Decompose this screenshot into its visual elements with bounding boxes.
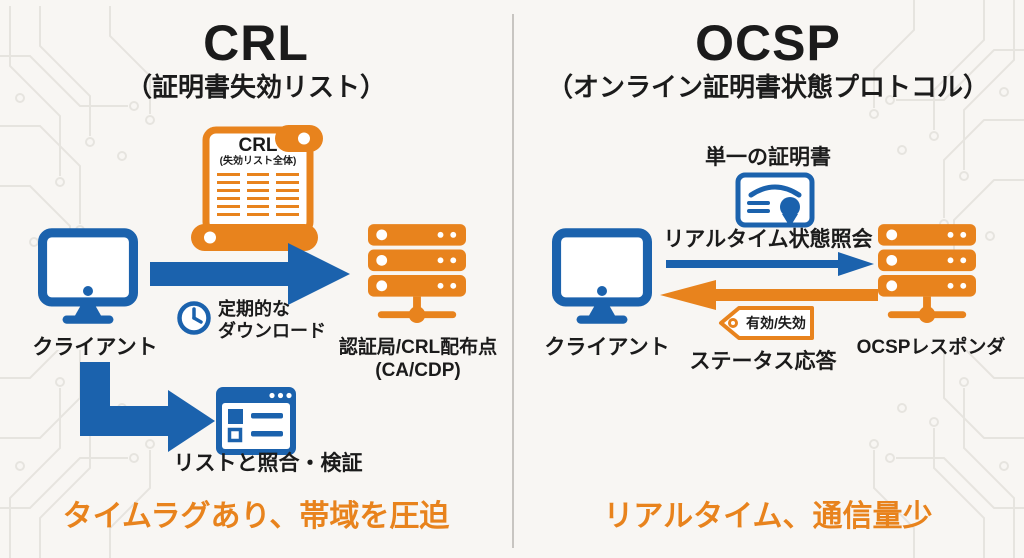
status-tag-icon: 有効/失効 — [718, 306, 816, 340]
response-arrow-icon — [660, 280, 878, 310]
crl-scroll-title: CRL — [238, 135, 278, 156]
verify-arrow-icon — [80, 362, 215, 452]
crl-client-label: クライアント — [32, 336, 158, 359]
request-arrow-icon — [666, 252, 874, 276]
panel-divider — [512, 14, 514, 548]
crl-scroll-icon: CRL (失効リスト全体) — [185, 120, 330, 258]
browser-window-icon — [216, 387, 296, 455]
download-arrow-icon — [150, 243, 350, 305]
crl-scroll-list-lines — [217, 173, 300, 219]
certificate-icon — [735, 172, 815, 228]
ca-server-label-line1: 認証局/CRL配布点 — [338, 337, 498, 358]
request-label: リアルタイム状態照会 — [663, 228, 873, 251]
client-monitor-icon — [38, 228, 138, 324]
verify-label: リストと照合・検証 — [173, 452, 363, 475]
download-note-line1: 定期的な — [218, 299, 290, 319]
crl-subtitle: （証明書失効リスト） — [125, 72, 386, 102]
download-note: 定期的な ダウンロード — [218, 298, 358, 342]
crl-scroll-subtitle: (失効リスト全体) — [219, 156, 297, 167]
status-tag-label: 有効/失効 — [746, 315, 806, 331]
ocsp-bottom-note: リアルタイム、通信量少 — [603, 500, 933, 533]
ca-server-label-line2: (CA/CDP) — [375, 360, 461, 381]
crl-bottom-note: タイムラグあり、帯域を圧迫 — [62, 500, 450, 533]
ocsp-client-label: クライアント — [544, 336, 670, 359]
clock-icon — [177, 301, 211, 335]
ca-server-icon — [368, 224, 466, 324]
ocsp-subtitle: （オンライン証明書状態プロトコル） — [546, 72, 989, 102]
response-label: ステータス応答 — [689, 350, 837, 373]
ocsp-title: OCSP — [695, 15, 841, 71]
ocsp-server-icon — [878, 224, 976, 324]
client-monitor-icon — [552, 228, 652, 324]
crl-title: CRL — [203, 15, 309, 71]
ocsp-server-label: OCSPレスポンダ — [856, 337, 1006, 358]
certificate-label: 単一の証明書 — [705, 146, 831, 169]
download-note-line2: ダウンロード — [218, 321, 326, 341]
